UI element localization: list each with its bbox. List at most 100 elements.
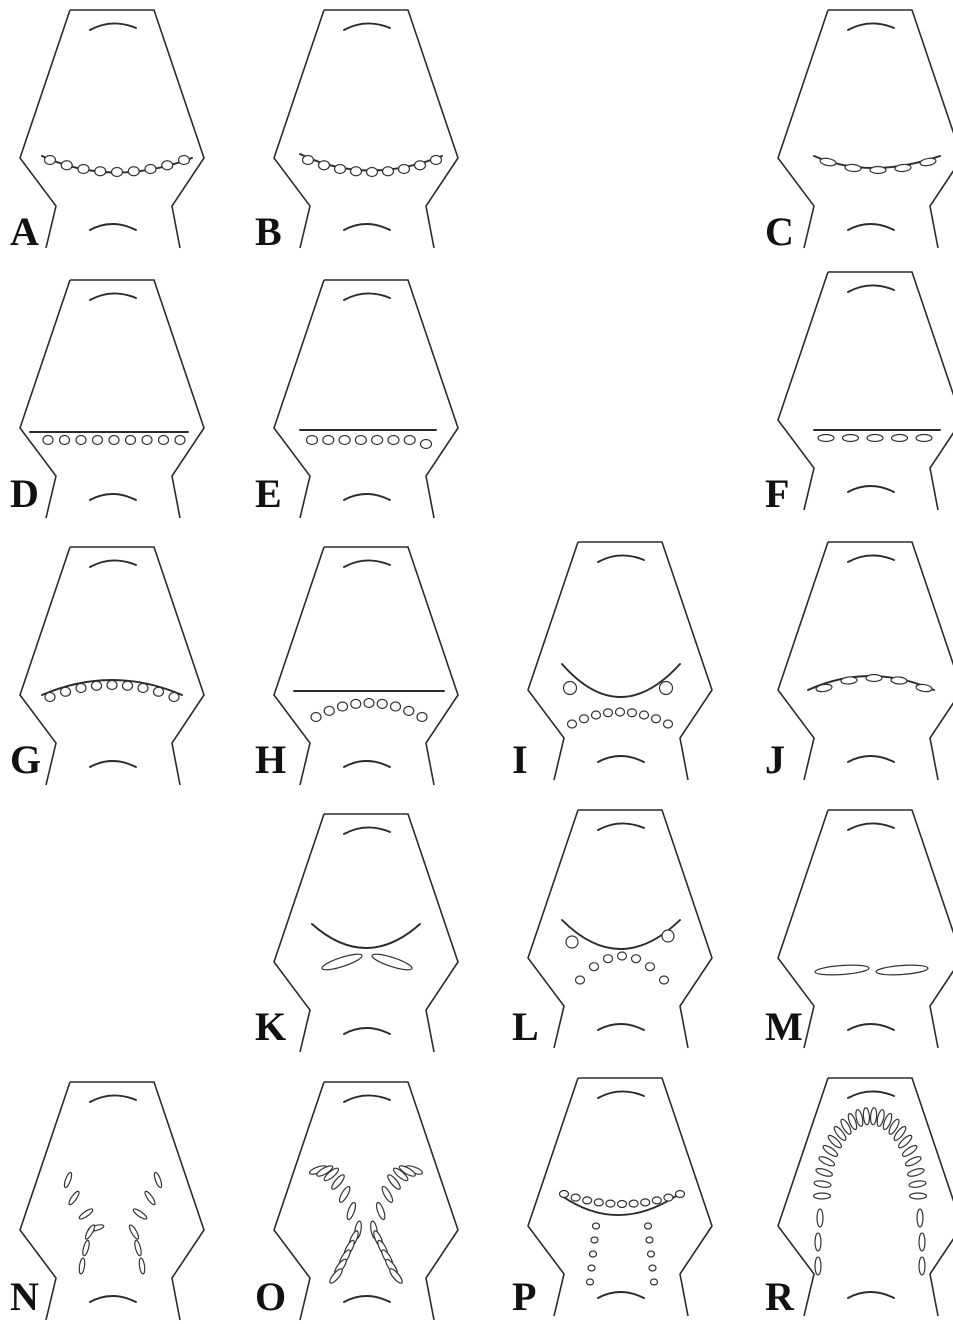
long-pit bbox=[321, 953, 363, 971]
large-pit bbox=[658, 680, 674, 696]
pit bbox=[141, 434, 153, 446]
ring-pit bbox=[822, 1144, 839, 1157]
cell-outline bbox=[273, 546, 459, 786]
ring-pit bbox=[916, 1208, 924, 1228]
pit bbox=[110, 166, 124, 178]
pit bbox=[365, 166, 379, 178]
large-pit bbox=[565, 935, 579, 949]
chain-pit bbox=[389, 1268, 403, 1284]
pit bbox=[616, 1199, 628, 1209]
pit bbox=[91, 434, 104, 446]
upper-arc bbox=[343, 826, 391, 835]
panel-label-h: H bbox=[255, 737, 286, 782]
pit bbox=[578, 714, 590, 724]
pit bbox=[591, 1222, 601, 1230]
pit bbox=[429, 154, 443, 166]
ring-pit bbox=[918, 1232, 926, 1252]
cell-outline bbox=[273, 279, 459, 519]
pit bbox=[43, 154, 57, 166]
panel-h bbox=[273, 546, 459, 786]
pit bbox=[643, 1222, 653, 1230]
pit bbox=[371, 434, 384, 446]
chain-pit bbox=[78, 1257, 86, 1275]
panel-o bbox=[273, 1081, 459, 1321]
chain-pit bbox=[82, 1239, 90, 1257]
pit bbox=[413, 160, 427, 171]
pit bbox=[301, 154, 315, 166]
upper-arc bbox=[89, 559, 137, 568]
chain-pit bbox=[68, 1190, 80, 1206]
pit bbox=[915, 433, 933, 443]
chain-pit bbox=[338, 1185, 351, 1203]
pit bbox=[127, 166, 140, 177]
pit bbox=[305, 434, 319, 446]
chain-pit bbox=[144, 1190, 156, 1206]
panel-label-l: L bbox=[512, 1004, 539, 1049]
pit bbox=[630, 954, 642, 964]
pit bbox=[336, 701, 349, 712]
panel-k bbox=[273, 813, 459, 1053]
ring-pit bbox=[888, 1118, 900, 1135]
lower-arc bbox=[343, 760, 391, 768]
pit bbox=[157, 434, 170, 446]
pit bbox=[397, 163, 411, 175]
chain-pit bbox=[132, 1208, 148, 1220]
panel-label-r: R bbox=[765, 1274, 795, 1319]
lower-arc bbox=[847, 485, 895, 493]
pit bbox=[381, 166, 395, 177]
panel-label-i: I bbox=[512, 737, 528, 782]
cell-outline bbox=[527, 1077, 713, 1317]
cell-outline bbox=[777, 809, 953, 1049]
upper-arc bbox=[847, 822, 895, 831]
pit bbox=[333, 163, 347, 175]
upper-arc bbox=[597, 1090, 645, 1099]
pit bbox=[645, 1236, 654, 1244]
pit bbox=[60, 160, 73, 171]
ring-pit bbox=[818, 1156, 836, 1167]
lower-arc bbox=[89, 493, 137, 501]
pit bbox=[75, 434, 87, 446]
chain-pit bbox=[329, 1268, 343, 1284]
panel-label-c: C bbox=[765, 209, 794, 254]
pit bbox=[890, 676, 908, 685]
chain-pit bbox=[323, 1167, 340, 1182]
ring-pit bbox=[908, 1180, 927, 1188]
panel-e bbox=[273, 279, 459, 519]
lower-arc bbox=[597, 1023, 645, 1031]
chain-pit bbox=[78, 1208, 94, 1220]
ring-pit bbox=[907, 1168, 925, 1177]
lower-arc bbox=[343, 493, 391, 501]
pit bbox=[840, 676, 858, 685]
upper-arc bbox=[343, 292, 391, 301]
pit bbox=[566, 719, 578, 729]
pit bbox=[602, 954, 614, 964]
pit bbox=[108, 434, 120, 446]
panel-n bbox=[19, 1081, 205, 1321]
pit bbox=[815, 683, 833, 693]
panel-label-m: M bbox=[765, 1004, 803, 1049]
pit-border-line bbox=[311, 923, 421, 949]
pit bbox=[124, 434, 137, 446]
cell-outline bbox=[527, 809, 713, 1049]
pit bbox=[674, 1189, 686, 1199]
pit bbox=[152, 686, 165, 697]
pit bbox=[90, 680, 103, 691]
pit bbox=[570, 1193, 581, 1202]
upper-arc bbox=[343, 22, 391, 31]
panel-label-n: N bbox=[10, 1274, 39, 1319]
panel-g bbox=[19, 546, 205, 786]
pit bbox=[121, 680, 134, 691]
upper-arc bbox=[597, 822, 645, 831]
pit bbox=[628, 1199, 639, 1208]
pit bbox=[587, 1264, 596, 1272]
pit bbox=[363, 697, 375, 709]
lower-arc bbox=[847, 1023, 895, 1031]
panel-j bbox=[777, 541, 953, 781]
lower-arc bbox=[343, 1295, 391, 1303]
pit bbox=[890, 433, 909, 443]
cell-outline bbox=[777, 1077, 953, 1317]
pit bbox=[866, 433, 884, 443]
pit bbox=[59, 686, 72, 697]
large-pit bbox=[562, 680, 578, 696]
